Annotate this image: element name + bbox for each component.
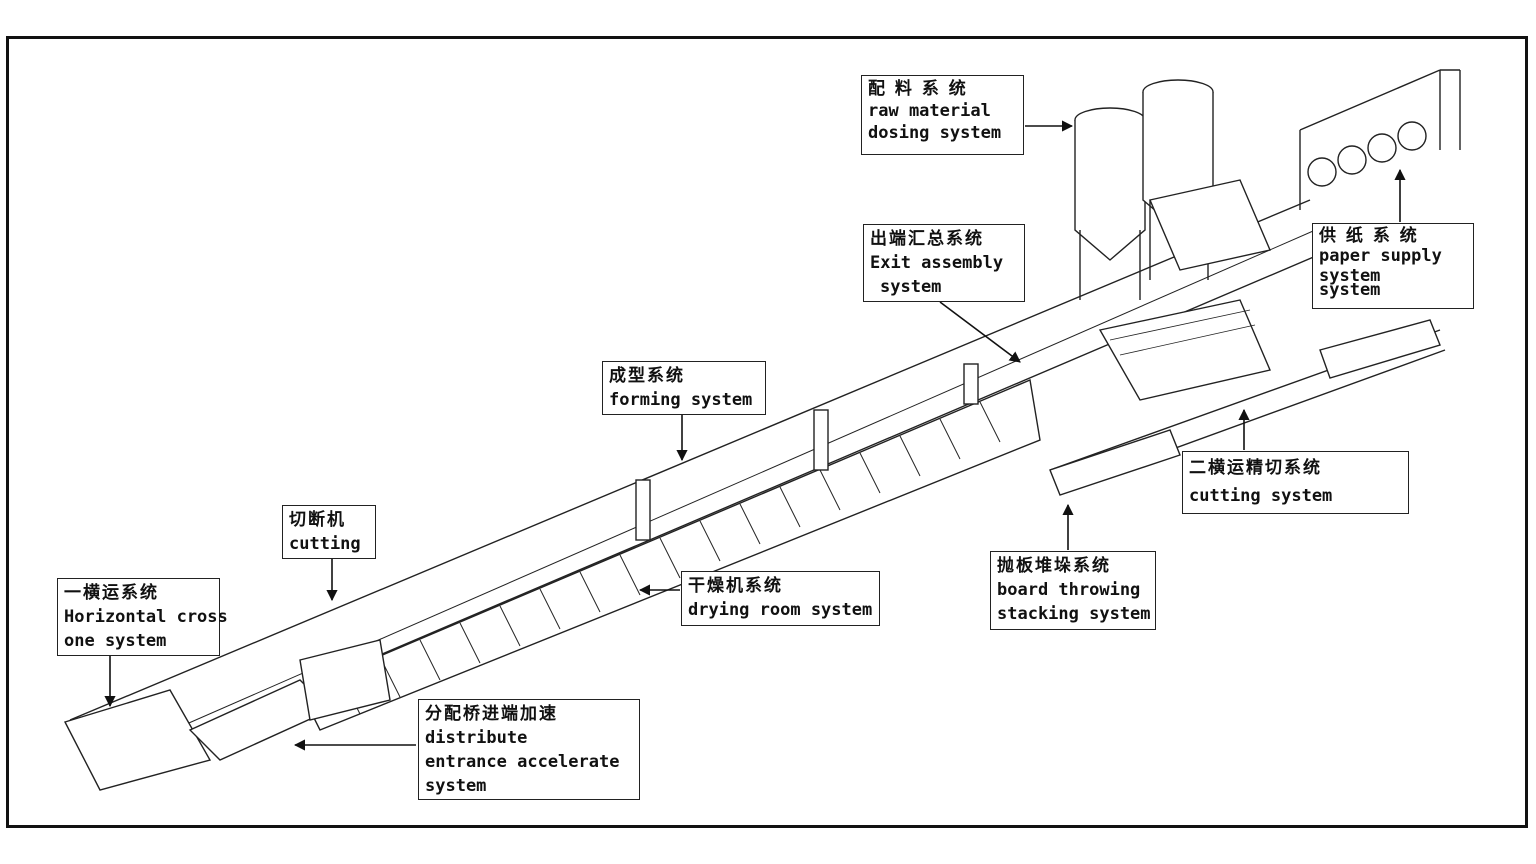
label-cutting-system-en1: cutting system — [1189, 486, 1333, 506]
horizontal-cross-conveyor — [63, 689, 212, 791]
paper-roll-stand — [1299, 69, 1461, 210]
label-drying-room: 干燥机系统 drying room system — [681, 571, 880, 626]
label-distribute-en1: distribute — [425, 728, 528, 748]
label-paper-supply: 供 纸 系 统 paper supply system system — [1312, 223, 1474, 309]
label-cutting-system-zh: 二横运精切系统 — [1189, 458, 1322, 478]
label-exit-assembly-en1: Exit assembly — [870, 253, 1004, 273]
label-forming-en1: forming system — [609, 390, 753, 410]
label-horizontal-cross-en1: Horizontal cross — [64, 607, 228, 627]
label-paper-supply-en1: paper supply — [1319, 246, 1442, 266]
label-paper-supply-en3: system — [1319, 280, 1381, 300]
label-paper-supply-en2: system — [1319, 266, 1381, 286]
label-cutting-en1: cutting — [289, 534, 361, 554]
arrow-exit-assembly — [939, 301, 1021, 363]
label-cutting-system: 二横运精切系统 cutting system — [1182, 451, 1409, 514]
label-raw-material: 配 料 系 统 raw material dosing system — [861, 75, 1024, 155]
drying-room-body — [299, 379, 1041, 731]
label-distribute-zh: 分配桥进端加速 — [425, 704, 558, 724]
label-horizontal-cross-zh: 一横运系统 — [64, 583, 159, 603]
label-paper-supply-zh: 供 纸 系 统 — [1319, 226, 1419, 246]
label-cutting-zh: 切断机 — [289, 510, 346, 530]
label-drying-room-en1: drying room system — [688, 600, 873, 620]
label-distribute-en3: system — [425, 776, 487, 796]
main-line-top-rail — [69, 199, 1311, 721]
label-board-throwing: 抛板堆垛系统 board throwing stacking system — [990, 551, 1156, 630]
label-board-throwing-zh: 抛板堆垛系统 — [997, 556, 1111, 576]
label-horizontal-cross-en2: one system — [64, 631, 167, 651]
label-horizontal-cross: 一横运系统 Horizontal cross one system — [57, 578, 228, 656]
label-cutting: 切断机 cutting — [282, 505, 376, 559]
label-board-throwing-en1: board throwing — [997, 580, 1141, 600]
label-exit-assembly-zh: 出端汇总系统 — [870, 229, 984, 249]
label-raw-material-en1: raw material — [868, 101, 991, 121]
label-distribute: 分配桥进端加速 distribute entrance accelerate s… — [418, 699, 640, 800]
exit-assembly-block — [1098, 299, 1271, 401]
label-raw-material-en2: dosing system — [868, 123, 1002, 143]
label-forming-zh: 成型系统 — [609, 366, 685, 386]
label-board-throwing-en2: stacking system — [997, 604, 1151, 624]
label-forming: 成型系统 forming system — [602, 361, 766, 415]
label-exit-assembly-en2: system — [880, 277, 942, 297]
label-distribute-en2: entrance accelerate — [425, 752, 620, 772]
label-raw-material-zh: 配 料 系 统 — [868, 79, 968, 99]
silo-left — [1074, 120, 1146, 261]
label-drying-room-zh: 干燥机系统 — [688, 576, 783, 596]
label-exit-assembly: 出端汇总系统 Exit assembly system — [863, 224, 1025, 302]
diagram-frame — [6, 36, 1528, 828]
